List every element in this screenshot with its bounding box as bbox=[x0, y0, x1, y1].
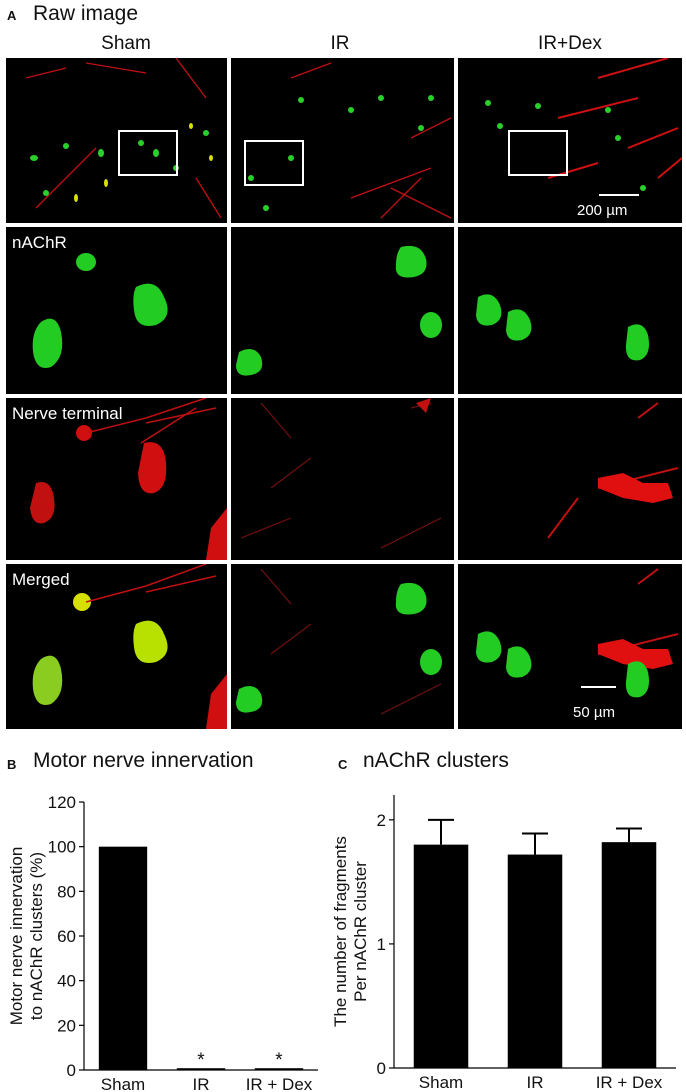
image-ir-dex-merged: 50 µm bbox=[458, 564, 682, 729]
panel-a-letter: A bbox=[7, 8, 17, 23]
image-sham-nachr: nAChR bbox=[6, 227, 227, 394]
scale-bar-50um bbox=[581, 686, 616, 688]
bar-2 bbox=[254, 1068, 304, 1070]
significance-star: * bbox=[197, 1050, 205, 1071]
y-tick-label: 0 bbox=[67, 1061, 76, 1080]
scale-label-50um: 50 µm bbox=[573, 704, 615, 721]
panel-a-title: Raw image bbox=[33, 2, 139, 25]
image-sham-overview bbox=[6, 58, 227, 223]
bar-0 bbox=[98, 846, 148, 1070]
x-tick-label: Sham bbox=[101, 1075, 145, 1092]
image-ir-dex-overview: 200 µm bbox=[458, 58, 682, 223]
y-tick-label: 100 bbox=[48, 838, 76, 857]
row-label-nachr: nAChR bbox=[12, 233, 67, 252]
y-tick-label: 2 bbox=[377, 811, 386, 830]
y-tick-label: 1 bbox=[377, 935, 386, 954]
y-tick-label: 20 bbox=[57, 1016, 76, 1035]
column-header-ir-dex: IR+Dex bbox=[538, 33, 602, 54]
image-ir-merged bbox=[231, 564, 454, 729]
panel-c-letter: C bbox=[338, 757, 348, 772]
bar-1 bbox=[507, 854, 563, 1068]
bar-0 bbox=[413, 844, 469, 1068]
y-tick-label: 0 bbox=[377, 1059, 386, 1078]
scale-label-200um: 200 µm bbox=[577, 202, 628, 219]
panel-b-title: Motor nerve innervation bbox=[33, 749, 254, 772]
image-ir-overview bbox=[231, 58, 454, 223]
image-ir-nachr bbox=[231, 227, 454, 394]
y-axis-label: The number of fragments bbox=[331, 836, 350, 1027]
bar-1 bbox=[176, 1068, 226, 1070]
image-sham-merged: Merged bbox=[6, 564, 227, 729]
scale-bar-200um bbox=[599, 194, 639, 196]
column-header-sham: Sham bbox=[101, 33, 151, 54]
y-tick-label: 40 bbox=[57, 972, 76, 991]
bar-2 bbox=[601, 842, 657, 1068]
y-tick-label: 80 bbox=[57, 882, 76, 901]
image-ir-dex-nerve bbox=[458, 398, 682, 560]
column-header-ir: IR bbox=[330, 33, 350, 54]
x-tick-label: Sham bbox=[419, 1073, 463, 1092]
image-ir-dex-nachr bbox=[458, 227, 682, 394]
y-tick-label: 120 bbox=[48, 793, 76, 812]
panel-c-title: nAChR clusters bbox=[363, 749, 509, 772]
x-tick-label: IR bbox=[527, 1073, 544, 1092]
y-axis-label: Per nAChR cluster bbox=[351, 861, 370, 1002]
x-tick-label: IR bbox=[193, 1075, 210, 1092]
image-ir-nerve bbox=[231, 398, 454, 560]
x-tick-label: IR + Dex bbox=[246, 1075, 313, 1092]
significance-star: * bbox=[275, 1050, 283, 1071]
y-tick-label: 60 bbox=[57, 927, 76, 946]
image-sham-nerve: Nerve terminal bbox=[6, 398, 227, 560]
y-axis-label: Motor nerve innervation bbox=[7, 847, 26, 1026]
y-axis-label: to nAChR clusters (%) bbox=[27, 852, 46, 1020]
row-label-nerve-terminal: Nerve terminal bbox=[12, 404, 123, 423]
row-label-merged: Merged bbox=[12, 570, 70, 589]
panel-b-letter: B bbox=[7, 757, 17, 772]
x-tick-label: IR + Dex bbox=[596, 1073, 663, 1092]
